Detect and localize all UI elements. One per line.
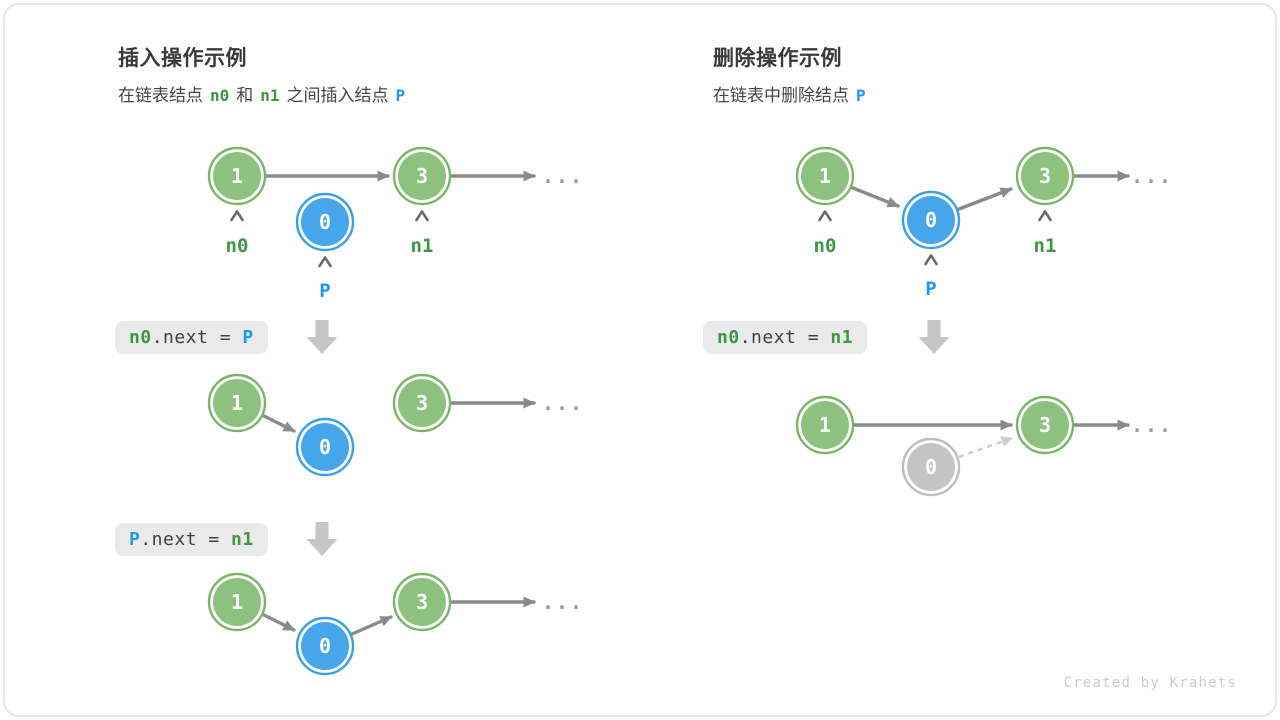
list-node-1: 1	[207, 146, 267, 206]
subtitle-text: 在链表中删除结点	[713, 86, 849, 105]
next-pointer-arrow	[957, 187, 1013, 211]
down-arrow-icon	[306, 522, 338, 556]
ellipsis: ...	[542, 590, 584, 614]
pointer-label-n1: n1	[1034, 235, 1057, 257]
ellipsis: ...	[1131, 413, 1173, 437]
code-box-delete-step1: n0.next = n1	[703, 321, 868, 354]
down-arrow-icon	[306, 320, 338, 354]
var-n1: n1	[260, 86, 280, 105]
list-node-3: 3	[1015, 146, 1075, 206]
insert-step1-diagram: ... 1 0 3	[207, 373, 584, 477]
caret-icon	[924, 254, 938, 266]
list-node-1: 1	[795, 146, 855, 206]
list-node-p: 0	[295, 616, 355, 676]
code-var: n1	[830, 327, 854, 348]
ellipsis: ...	[542, 164, 584, 188]
node-value: 1	[819, 413, 831, 437]
pointer-label-p: P	[319, 280, 330, 302]
caret-icon	[415, 210, 429, 222]
caret-icon	[318, 256, 332, 268]
list-node-3: 3	[392, 373, 452, 433]
code-text: .next =	[739, 327, 831, 348]
insert-step0-diagram: ... 1 0 3 n0 P n1	[207, 146, 584, 302]
down-arrow-icon	[918, 320, 950, 354]
caret-icon	[818, 210, 832, 222]
node-value: 0	[319, 634, 331, 658]
var-p: P	[856, 86, 866, 105]
node-value: 1	[231, 391, 243, 415]
code-box-insert-step2: P.next = n1	[115, 523, 268, 556]
list-node-1: 1	[795, 395, 855, 455]
caret-icon	[1038, 210, 1052, 222]
pointer-label-n1: n1	[411, 235, 434, 257]
node-value: 3	[416, 590, 428, 614]
insert-section-subtitle: 在链表结点 n0 和 n1 之间插入结点 P	[118, 81, 412, 106]
code-text: .next =	[140, 529, 232, 550]
var-n0: n0	[210, 86, 230, 105]
list-node-p: 0	[295, 192, 355, 252]
code-var: P	[129, 529, 141, 550]
caret-icon	[230, 210, 244, 222]
pointer-label-p: P	[925, 278, 936, 300]
next-pointer-arrow	[350, 615, 393, 636]
footer-credit: Created by Krahets	[1063, 675, 1237, 691]
node-value: 3	[1039, 413, 1051, 437]
delete-step0-diagram: ... 1 0 3 n0 P n1	[795, 146, 1173, 300]
list-node-p: 0	[901, 190, 961, 250]
list-node-3: 3	[392, 572, 452, 632]
node-value: 0	[925, 455, 937, 479]
delete-section-subtitle: 在链表中删除结点 P	[713, 81, 873, 106]
next-pointer-arrow	[262, 414, 296, 433]
removed-pointer-dashed-arrow	[958, 436, 1014, 459]
node-value: 3	[416, 164, 428, 188]
var-p: P	[395, 86, 406, 105]
list-node-p: 0	[295, 417, 355, 477]
insert-step2-diagram: ... 1 0 3	[207, 572, 584, 676]
code-var: P	[242, 327, 254, 348]
pointer-label-n0: n0	[226, 235, 249, 257]
pointer-label-n0: n0	[814, 235, 837, 257]
subtitle-text: 和	[236, 86, 254, 105]
code-var: n0	[129, 327, 152, 348]
code-text: .next =	[151, 327, 243, 348]
subtitle-text: 在链表结点	[118, 86, 203, 105]
delete-step1-diagram: ... 1 0 3	[795, 395, 1173, 497]
delete-section-title: 删除操作示例	[713, 47, 842, 70]
node-value: 0	[319, 435, 331, 459]
code-var: n0	[717, 327, 740, 348]
list-node-1: 1	[207, 373, 267, 433]
ellipsis: ...	[1131, 164, 1173, 188]
ellipsis: ...	[542, 391, 584, 415]
node-value: 1	[231, 590, 243, 614]
node-value: 0	[925, 208, 937, 232]
code-var: n1	[231, 529, 254, 550]
node-value: 0	[319, 210, 331, 234]
node-value: 1	[231, 164, 243, 188]
code-box-insert-step1: n0.next = P	[115, 321, 268, 354]
insert-section-title: 插入操作示例	[118, 47, 247, 70]
node-value: 3	[416, 391, 428, 415]
next-pointer-arrow	[851, 186, 900, 208]
node-value: 1	[819, 164, 831, 188]
next-pointer-arrow	[262, 613, 296, 632]
list-node-1: 1	[207, 572, 267, 632]
list-node-p-removed: 0	[901, 437, 961, 497]
node-value: 3	[1039, 164, 1051, 188]
list-node-3: 3	[1015, 395, 1075, 455]
subtitle-text: 之间插入结点	[286, 86, 389, 105]
list-node-3: 3	[392, 146, 452, 206]
